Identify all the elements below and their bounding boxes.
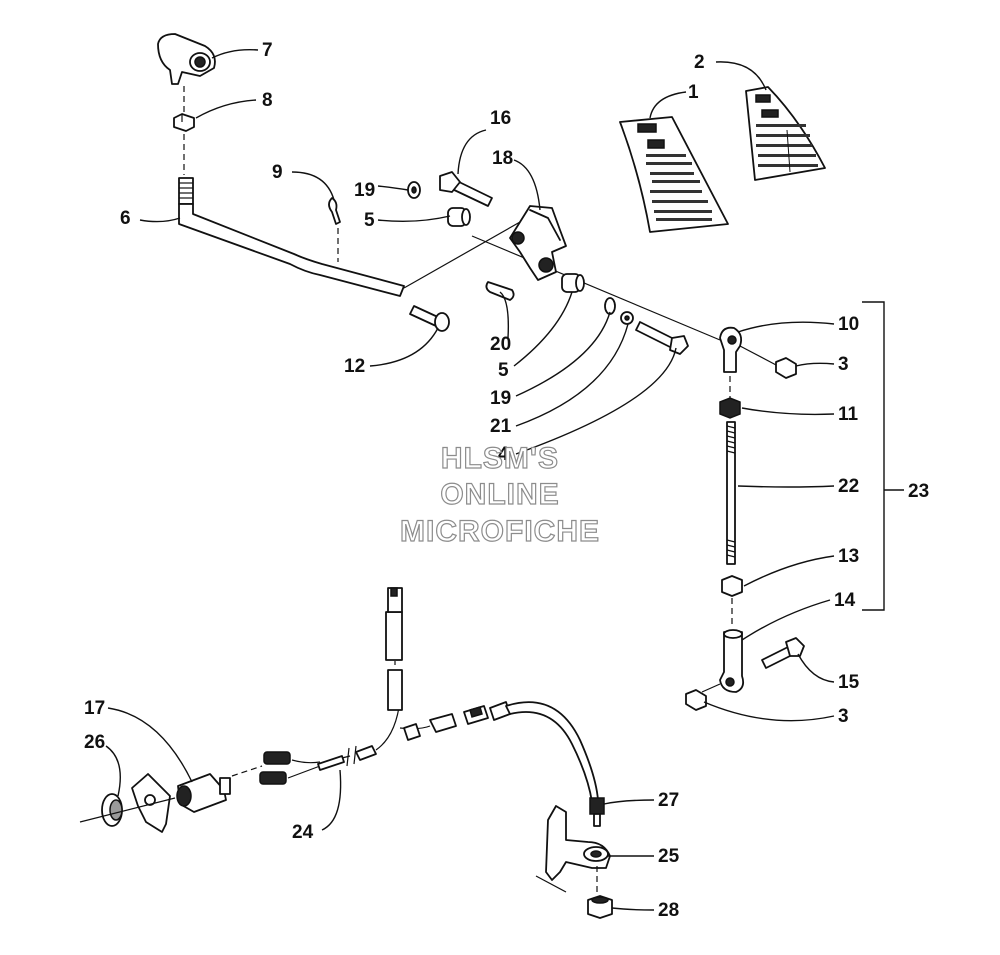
ring-nut [101,793,123,827]
callout-6: 6 [120,208,131,229]
callout-26: 26 [84,732,105,753]
callout-9: 9 [272,162,283,183]
callout-19-upper: 19 [354,180,375,201]
bolt-4 [635,321,689,355]
decal-2 [745,86,826,181]
callout-25: 25 [658,846,680,867]
pivot-bolt-12 [409,305,450,332]
watermark-line-3: MICROFICHE [400,515,600,548]
washer-19-upper [407,181,421,199]
callout-18: 18 [492,148,513,169]
callout-24: 24 [292,822,314,843]
bracket-25 [535,805,611,893]
callout-13: 13 [838,546,859,567]
pivot-bracket [509,205,567,281]
watermark-line-1: HLSM'S [441,442,559,475]
rod-end-10 [719,326,743,373]
callout-21: 21 [490,416,512,437]
lock-nut [173,113,195,132]
callout-27: 27 [658,790,679,811]
watermark-line-2: ONLINE [440,478,559,511]
callout-15: 15 [838,672,860,693]
callout-17: 17 [84,698,105,719]
nut-3-lower [685,689,707,711]
connectors-pair [259,751,291,785]
cotter-pin [328,197,341,225]
mounting-plate-26 [131,773,171,833]
callout-8: 8 [262,90,273,111]
callout-5-upper: 5 [364,210,375,231]
nut-28 [587,895,613,919]
jam-nut-11 [719,397,741,419]
watermark: HLSM'S ONLINE MICROFICHE [399,441,600,548]
callout-labels: 1 2 3 3 4 5 5 6 7 8 9 10 11 12 13 14 15 … [84,40,929,921]
callout-10: 10 [838,314,859,335]
callout-3-upper: 3 [838,354,849,375]
assembly-bracket-23 [862,301,904,611]
callout-3-lower: 3 [838,706,849,727]
callout-5-lower: 5 [498,360,509,381]
callout-2: 2 [694,52,705,73]
bushing-5-upper [447,207,471,227]
callout-4: 4 [498,444,509,465]
callout-19-lower: 19 [490,388,511,409]
threaded-rod-22 [726,421,736,565]
wire-harness-24 [287,587,599,803]
callout-14: 14 [834,590,856,611]
callout-20: 20 [490,334,511,355]
jam-nut-13 [721,575,743,597]
shift-knob [157,33,216,85]
bolt-16 [439,171,493,207]
rod-end-14 [719,629,745,693]
shift-lever [178,177,405,297]
callout-7: 7 [262,40,273,61]
washer-19-lower [604,297,616,315]
cable-end-27 [589,797,605,827]
callout-23: 23 [908,481,929,502]
callout-11: 11 [838,404,859,425]
bushing-5-lower [561,273,585,293]
bolt-15 [761,637,805,669]
callout-16: 16 [490,108,511,129]
callout-22: 22 [838,476,859,497]
callout-12: 12 [344,356,365,377]
callout-28: 28 [658,900,679,921]
pin-20 [485,281,515,301]
nut-3-upper [775,357,797,379]
lock-washer-21 [620,311,634,325]
decal-1 [619,116,729,233]
callout-1: 1 [688,82,699,103]
switch-17 [176,773,231,813]
leader-lines [105,48,835,911]
